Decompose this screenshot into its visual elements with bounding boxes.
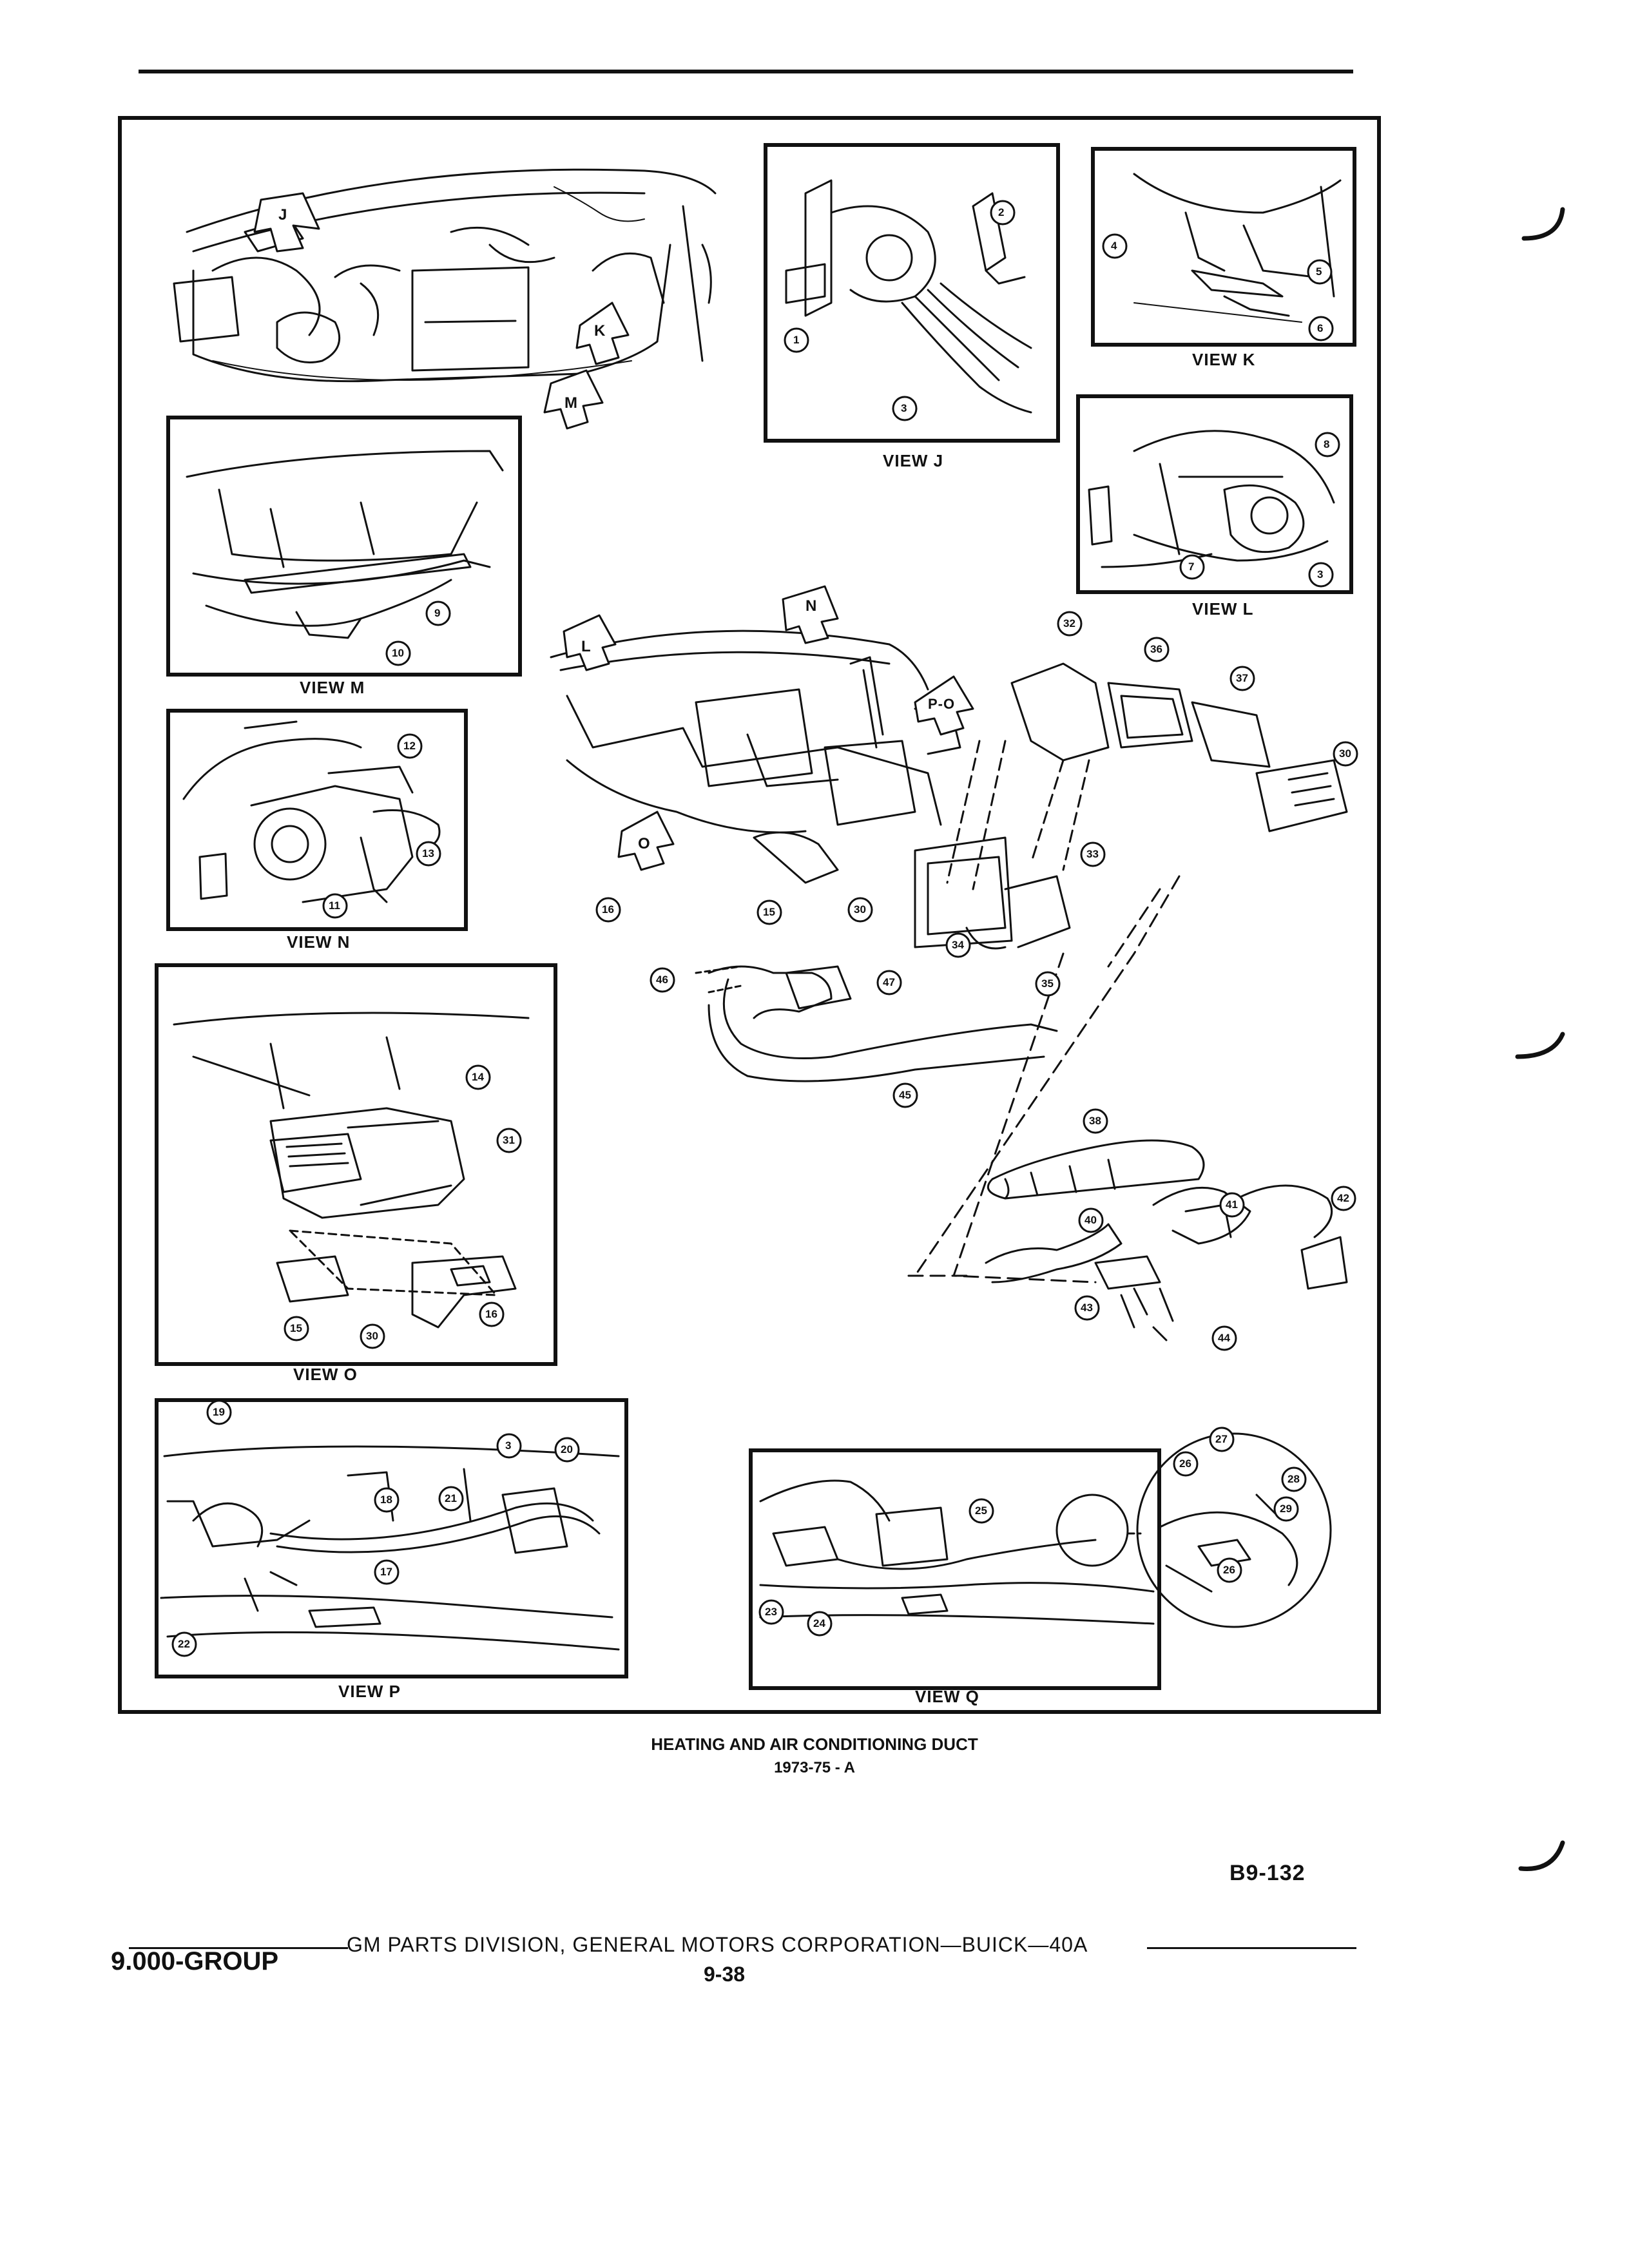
callout: 37 [1236,672,1248,684]
arrow-letter-k: K [594,322,606,340]
callout: 47 [883,976,895,988]
callout: 26 [1179,1457,1191,1470]
main-duct-art [550,585,1348,1341]
view-m-label: VIEW M [300,678,365,697]
callout: 15 [763,906,775,918]
view-m-art [186,450,504,639]
callout: 32 [1063,617,1075,629]
view-q-art [759,1432,1332,1628]
callout: 29 [1280,1503,1292,1515]
arrow-letter-o: O [638,835,651,852]
arrow-letter-p-o: P-O [928,696,956,712]
callout: 11 [329,899,340,912]
arrow-letter-l: L [581,638,592,655]
callout: 26 [1223,1564,1235,1576]
view-o-label: VIEW O [293,1365,358,1384]
footer-group: 9.000-GROUP [111,1947,279,1975]
view-j-box [764,143,1060,443]
callout: 12 [403,740,416,752]
callout: 25 [975,1504,987,1517]
footer-rule-left [129,1947,348,1949]
callout: 22 [178,1638,190,1650]
view-p-box [155,1398,628,1678]
footer-publisher: GM PARTS DIVISION, GENERAL MOTORS CORPOR… [347,1933,1088,1956]
figure-caption-title: HEATING AND AIR CONDITIONING DUCT [651,1735,978,1754]
view-j-art [785,179,1032,414]
view-n-label: VIEW N [287,932,351,952]
view-q-label: VIEW Q [915,1687,979,1706]
callout: 19 [213,1406,225,1418]
callout: 16 [602,903,614,916]
callout: 6 [1317,322,1324,334]
view-l-art [1088,430,1335,568]
callout: 43 [1081,1302,1093,1314]
arrow-letter-n: N [805,597,818,615]
callout: 41 [1226,1198,1238,1211]
arrow-letter-j: J [278,206,288,224]
callout: 3 [505,1439,512,1452]
view-j-label: VIEW J [883,451,944,470]
callout: 27 [1215,1433,1228,1445]
figure-caption-sub: 1973-75 - A [774,1759,855,1776]
top-rule [139,70,1353,73]
callout: 46 [656,974,668,986]
callout: 2 [998,206,1005,218]
callout: 38 [1089,1115,1101,1127]
callout: 17 [380,1566,392,1578]
callout: 15 [290,1322,302,1334]
callout: 3 [1317,568,1324,581]
view-l-box [1076,394,1353,594]
figure-number: B9-132 [1229,1861,1306,1885]
view-k-art [1133,173,1342,323]
callout: 45 [899,1089,911,1101]
callout: 30 [1339,747,1351,760]
callout: 24 [813,1617,825,1629]
callout: 18 [380,1494,392,1506]
callout: 16 [485,1308,497,1320]
footer-page-number: 9-38 [704,1963,746,1986]
arrow-letter-m: M [564,394,578,412]
callout: 34 [952,939,964,951]
callout: 30 [854,903,866,916]
callout: 10 [392,647,404,659]
view-k-label: VIEW K [1192,350,1256,369]
view-p-label: VIEW P [338,1682,401,1701]
callout: 35 [1041,977,1054,990]
view-l-label: VIEW L [1192,599,1254,619]
callout-circles [171,200,1358,1657]
callout: 31 [503,1134,515,1146]
figure-frame [118,116,1381,1714]
callout: 1 [793,334,800,346]
callout: 42 [1337,1192,1349,1204]
callout: 40 [1084,1214,1097,1226]
view-p-art [160,1445,620,1651]
callout: 28 [1287,1473,1300,1485]
footer-rule-right [1147,1947,1356,1949]
callout: 30 [366,1330,378,1342]
callout: 9 [434,607,441,619]
callout: 36 [1150,643,1162,655]
callout: 13 [422,847,434,860]
callout: 44 [1218,1332,1230,1344]
view-o-art [173,1012,530,1329]
callout: 14 [472,1071,484,1083]
callout: 4 [1111,240,1117,252]
callout: 21 [445,1492,457,1504]
callout: 20 [561,1443,573,1456]
callout: 3 [901,402,907,414]
view-m-box [166,416,522,677]
callout: 23 [765,1606,777,1618]
view-q-box [749,1448,1161,1690]
callout: 7 [1188,561,1195,573]
callout: 33 [1086,848,1099,860]
callout: 8 [1324,438,1330,450]
callout: 5 [1316,265,1322,278]
